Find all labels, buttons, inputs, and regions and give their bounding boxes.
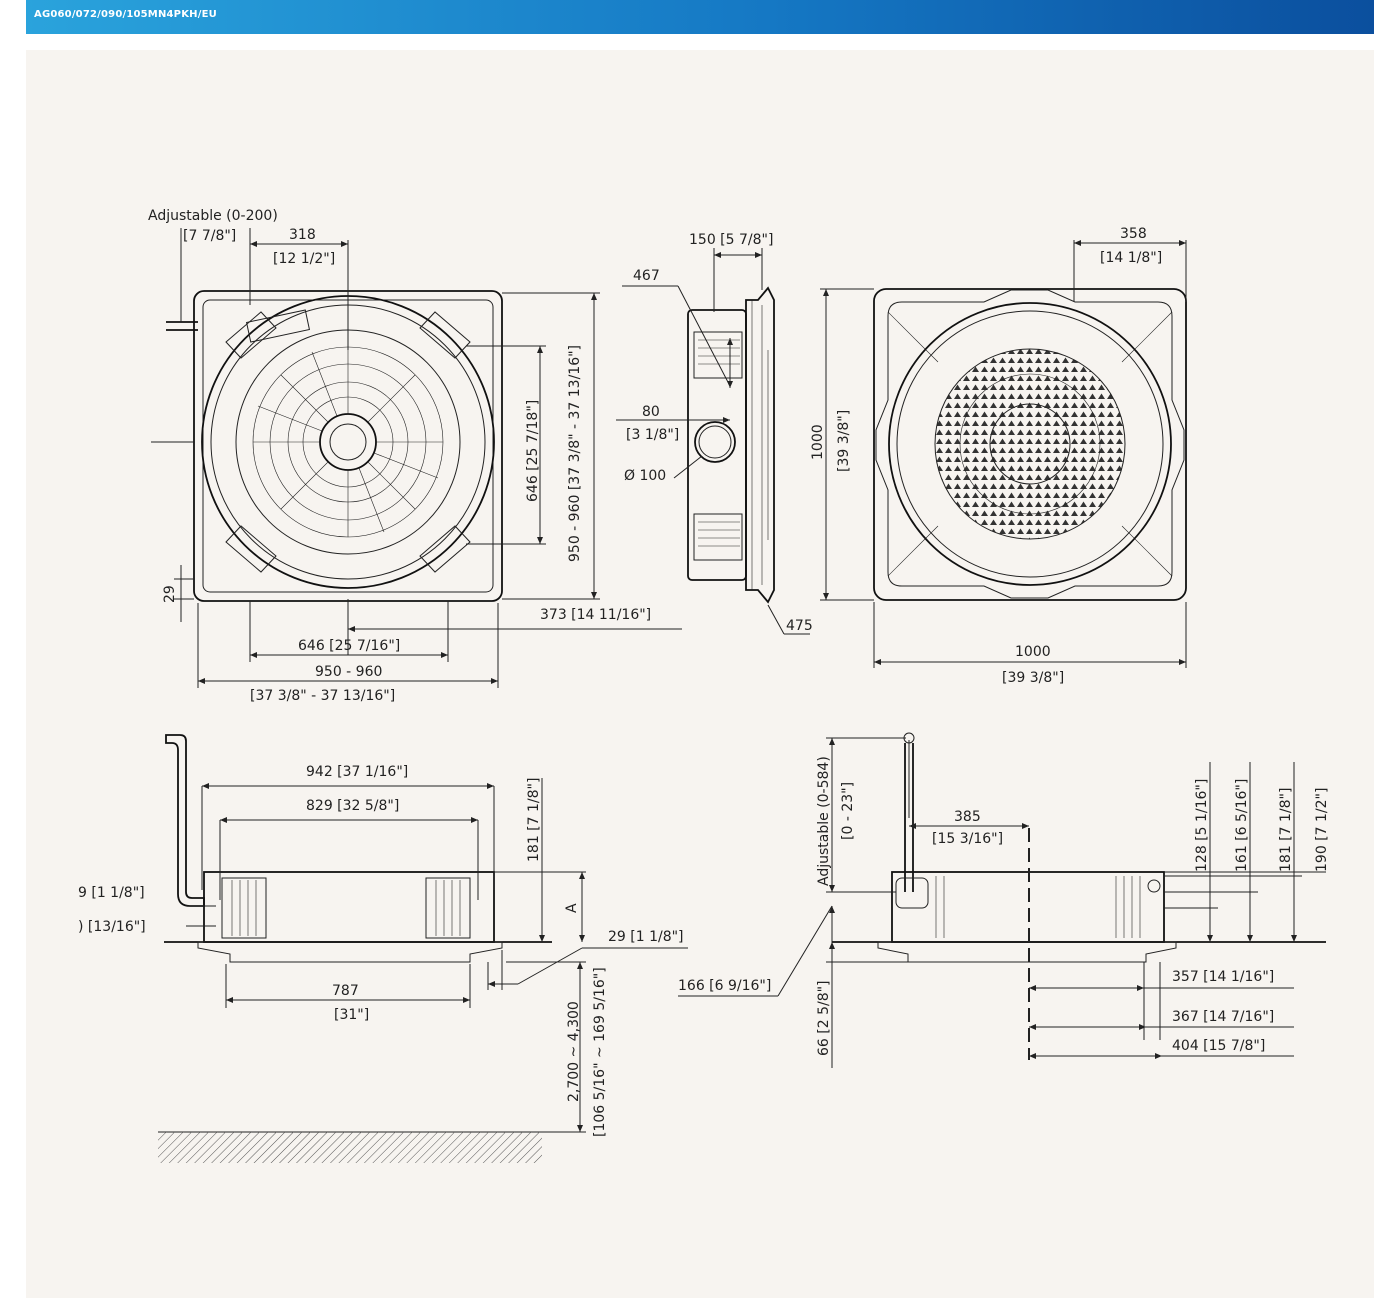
floor-hatch <box>158 1132 542 1163</box>
dim-2700-in: [106 5/16" ~ 169 5/16"] <box>592 967 608 1137</box>
panel-profile-right <box>877 941 1177 963</box>
panel-inner-frame <box>875 289 1185 599</box>
dim-80-in: [3 1/8"] <box>626 427 679 443</box>
dim-diameter: Ø 100 <box>624 468 666 484</box>
dim-2700: 2,700 ~ 4,300 <box>566 1001 582 1102</box>
dim-829: 829 [32 5/8"] <box>306 798 399 814</box>
dim-A: A <box>564 903 580 913</box>
fan-hub <box>319 413 377 471</box>
technical-drawing: Adjustable (0-200) [7 7/8"] 318 [12 1/2"… <box>78 208 1330 1163</box>
dim-adjustable: Adjustable (0-200) <box>148 208 278 224</box>
dim-adjustable-right-in: [0 - 23"] <box>840 782 856 840</box>
panel-grille <box>934 348 1126 540</box>
dim-1000-vertical: 1000 <box>810 424 826 460</box>
dim-66: 66 [2 5/8"] <box>816 980 832 1056</box>
dim-787: 787 <box>332 983 359 999</box>
dim-385: 385 <box>954 809 981 825</box>
dim-646-vertical: 646 [25 7/18"] <box>525 400 541 502</box>
dim-950-horizontal: 950 - 960 <box>315 664 382 680</box>
elevation-right: Adjustable (0-584) [0 - 23"] 385 [15 3/1… <box>678 732 1330 1068</box>
dim-367: 367 [14 7/16"] <box>1172 1009 1274 1025</box>
dim-166: 166 [6 9/16"] <box>678 978 771 994</box>
mounting-brackets <box>225 309 471 573</box>
drain-pipe <box>165 734 205 907</box>
dim-190: 190 [7 1/2"] <box>1314 788 1330 872</box>
dim-950-horizontal-in: [37 3/8" - 37 13/16"] <box>250 688 395 704</box>
dim-357: 357 [14 1/16"] <box>1172 969 1274 985</box>
dim-646-horizontal: 646 [25 7/16"] <box>298 638 400 654</box>
dim-404: 404 [15 7/8"] <box>1172 1038 1265 1054</box>
unit-body-left <box>203 871 495 943</box>
dim-29-right: 29 [1 1/8"] <box>608 929 684 945</box>
dim-150: 150 [5 7/8"] <box>689 232 773 248</box>
dim-181-right: 181 [7 1/8"] <box>1278 788 1294 872</box>
dim-318-in: [12 1/2"] <box>273 251 335 267</box>
dim-1000-vertical-in: [39 3/8"] <box>836 410 852 472</box>
side-panel <box>745 286 775 604</box>
dim-29: 29 <box>162 585 178 603</box>
dim-21-left: ) [13/16"] <box>78 919 146 935</box>
panel-outline <box>873 288 1187 601</box>
dim-942: 942 [37 1/16"] <box>306 764 408 780</box>
dim-1000-horizontal-in: [39 3/8"] <box>1002 670 1064 686</box>
dim-318: 318 <box>289 227 316 243</box>
dim-467: 467 <box>633 268 660 284</box>
model-title: AG060/072/090/105MN4PKH/EU <box>34 9 217 20</box>
dim-adjustable-in: [7 7/8"] <box>183 228 236 244</box>
dim-29-left: 9 [1 1/8"] <box>78 885 145 901</box>
dim-950-vertical: 950 - 960 [37 3/8" - 37 13/16"] <box>567 345 583 562</box>
header-bar: AG060/072/090/105MN4PKH/EU <box>26 0 1374 34</box>
dim-385-in: [15 3/16"] <box>932 831 1003 847</box>
duct-opening <box>694 421 736 463</box>
dim-161: 161 [6 5/16"] <box>1234 779 1250 872</box>
side-view: 150 [5 7/8"] 467 80 [3 1/8"] Ø 100 475 <box>616 232 813 635</box>
dim-358-in: [14 1/8"] <box>1100 250 1162 266</box>
elevation-left: 942 [37 1/16"] 829 [32 5/8"] 181 [7 1/8"… <box>78 734 688 1163</box>
dim-80: 80 <box>642 404 660 420</box>
panel-grille-outer <box>888 302 1172 586</box>
panel-view: 358 [14 1/8"] 1000 [39 3/8"] 1000 [39 3/… <box>810 226 1187 686</box>
dim-181-left: 181 [7 1/8"] <box>526 778 542 862</box>
dim-128: 128 [5 1/16"] <box>1194 779 1210 872</box>
dim-1000-horizontal: 1000 <box>1015 644 1051 660</box>
side-body <box>687 309 747 581</box>
dim-373: 373 [14 11/16"] <box>540 607 651 623</box>
dim-358: 358 <box>1120 226 1147 242</box>
front-view: Adjustable (0-200) [7 7/8"] 318 [12 1/2"… <box>148 208 682 704</box>
dim-adjustable-right: Adjustable (0-584) <box>816 756 832 886</box>
dim-787-in: [31"] <box>334 1007 369 1023</box>
panel-profile-left <box>197 941 503 963</box>
drawing-sheet: Adjustable (0-200) [7 7/8"] 318 [12 1/2"… <box>26 50 1374 1298</box>
dim-475: 475 <box>786 618 813 634</box>
